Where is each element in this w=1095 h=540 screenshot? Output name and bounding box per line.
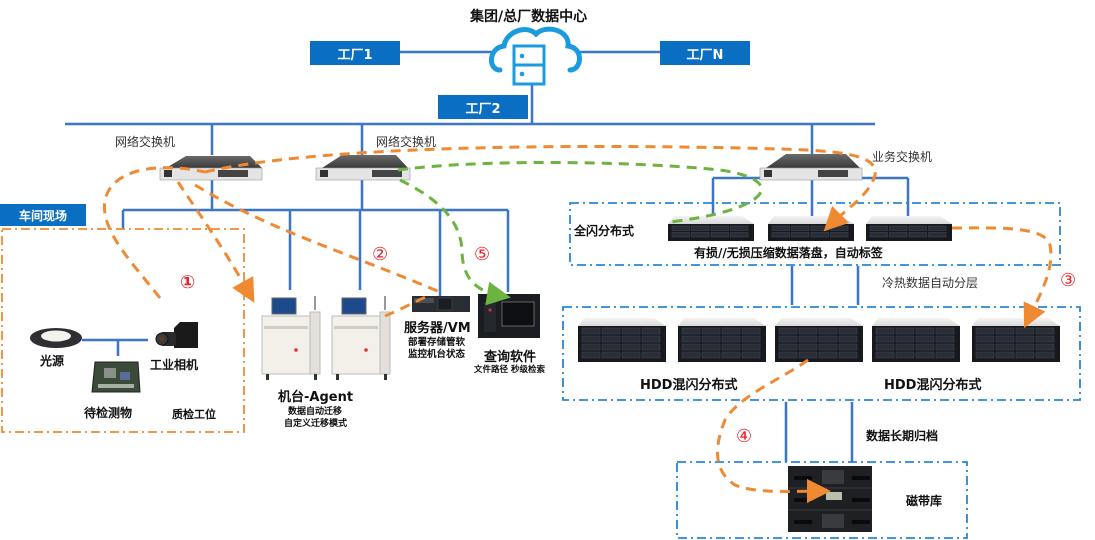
flash-server-2-icon — [768, 216, 854, 241]
flow-2-path — [194, 183, 441, 318]
flash-desc-label: 有损//无损压缩数据落盘，自动标签 — [694, 246, 883, 260]
hdd-server-5-icon — [972, 318, 1060, 362]
step-2-marker: ② — [372, 244, 389, 265]
tape-zone — [676, 461, 968, 539]
workshop-tag: 车间现场 — [0, 204, 86, 226]
flash-server-1-icon — [668, 216, 754, 241]
hdd-server-2-icon — [678, 318, 766, 362]
flash-server-icons — [668, 216, 952, 241]
flow-5a-path — [397, 161, 763, 224]
light-source-label: 光源 — [40, 354, 65, 368]
step-1-marker: ① — [180, 272, 196, 293]
datacenter-title: 集团/总厂数据中心 — [470, 9, 588, 25]
tape-library-icon — [788, 466, 872, 532]
hdd-server-4-icon — [872, 318, 960, 362]
archive-label: 数据长期归档 — [866, 429, 939, 443]
flash-distributed-label: 全闪分布式 — [574, 224, 635, 238]
server-desc-1: 部署存储管软 — [408, 337, 466, 348]
network-switch-1-label: 网络交换机 — [115, 135, 176, 149]
green-flow-lines — [397, 161, 763, 306]
inspected-object-label: 待检测物 — [84, 406, 133, 420]
step-5-marker: ⑤ — [474, 244, 491, 265]
hdd-left-label: HDD混闪分布式 — [640, 378, 738, 393]
cloud-datacenter-icon — [489, 26, 582, 86]
light-source-icon — [30, 328, 82, 348]
business-switch-label: 业务交换机 — [872, 150, 933, 164]
machine-agent-title: 机台-Agent — [278, 390, 354, 405]
tape-library-label: 磁带库 — [906, 494, 943, 508]
query-computer-icon — [478, 294, 540, 338]
factory-2-box: 工厂2 — [438, 95, 528, 119]
step-3-marker: ③ — [1060, 270, 1077, 291]
hdd-server-3-icon — [775, 318, 863, 362]
business-switch-icon — [759, 154, 863, 181]
hdd-zone — [562, 306, 1081, 401]
network-switch-1-icon — [159, 156, 263, 181]
workshop-zone — [1, 228, 245, 433]
step-4-marker: ④ — [736, 426, 753, 447]
factory-1-box: 工厂1 — [310, 41, 400, 65]
orange-flow-lines — [102, 144, 1053, 504]
server-vm-icon — [412, 296, 470, 312]
server-vm-title: 服务器/VM — [404, 321, 471, 336]
machine-1-icon — [261, 296, 321, 380]
inspected-object-icon — [91, 361, 141, 393]
inspection-station-label: 质检工位 — [172, 408, 216, 421]
flow-switch-path — [204, 144, 877, 232]
flow-5b-path — [399, 178, 511, 306]
industrial-camera-icon — [155, 322, 198, 348]
flash-zone — [569, 202, 1061, 266]
flow-4-path — [715, 358, 831, 504]
network-switch-2-icon — [315, 155, 411, 181]
hdd-server-1-icon — [578, 318, 666, 362]
hdd-server-icons — [578, 318, 1060, 362]
flash-server-3-icon — [866, 216, 952, 241]
camera-label: 工业相机 — [150, 358, 199, 372]
machine-desc-2: 自定义迁移模式 — [284, 419, 348, 429]
flow-1-path — [102, 166, 206, 299]
machine-desc-1: 数据自动迁移 — [288, 407, 343, 417]
network-switch-2-label: 网络交换机 — [376, 135, 437, 149]
hdd-right-label: HDD混闪分布式 — [884, 378, 982, 393]
tiering-label: 冷热数据自动分层 — [882, 276, 979, 290]
flow-3-path — [951, 226, 1053, 329]
machine-2-icon — [331, 296, 391, 380]
query-software-title: 查询软件 — [484, 350, 537, 365]
server-desc-2: 监控机台状态 — [408, 349, 466, 360]
query-software-desc: 文件路径 秒级检索 — [474, 365, 545, 375]
factory-n-box: 工厂N — [660, 41, 750, 65]
